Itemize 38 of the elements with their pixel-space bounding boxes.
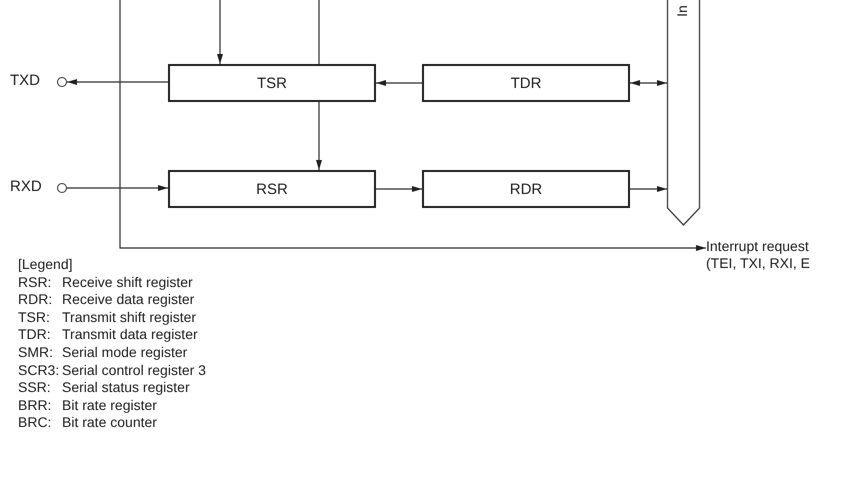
pin-label: TXD	[10, 72, 40, 89]
bus-arrow	[667, 0, 700, 225]
description: Receive shift register	[62, 274, 193, 290]
description: Transmit shift register	[62, 308, 196, 325]
abbreviation: BRR:	[18, 396, 52, 413]
arrow	[217, 0, 223, 64]
abbreviation: SCR3:	[18, 362, 60, 378]
abbreviation: BRC:	[18, 414, 52, 430]
abbreviation: TDR:	[18, 326, 51, 342]
abbreviation: SMR:	[18, 344, 53, 360]
signal-label: Interrupt request (TEI, TXI, RXI, E	[706, 238, 836, 274]
abbreviation: TSR:	[18, 308, 50, 325]
abbreviation: RDR:	[18, 291, 52, 308]
bus-label: In	[674, 5, 689, 17]
pin-terminal	[57, 77, 67, 87]
pin-label: RXD	[10, 178, 42, 195]
pin-terminal	[57, 183, 67, 193]
register-box: RSR	[168, 170, 376, 208]
arrow	[67, 79, 168, 85]
register-box: TDR	[422, 64, 630, 102]
abbreviation: RSR:	[18, 274, 52, 290]
arrow	[376, 186, 422, 192]
description: Serial status register	[62, 379, 190, 396]
description: Bit rate counter	[62, 414, 157, 430]
arrow	[376, 80, 422, 86]
description: Serial control register 3	[62, 362, 206, 378]
arrow	[630, 80, 667, 86]
arrow	[119, 0, 706, 251]
description: Receive data register	[62, 291, 194, 308]
abbreviation: SSR:	[18, 379, 51, 396]
register-box: TSR	[168, 64, 376, 102]
arrow	[630, 186, 667, 192]
legend-heading: [Legend]	[18, 256, 72, 272]
description: Serial mode register	[62, 344, 188, 360]
arrow	[67, 185, 168, 191]
description: Transmit data register	[62, 326, 198, 342]
register-box: RDR	[422, 170, 630, 208]
description: Bit rate register	[62, 396, 157, 413]
